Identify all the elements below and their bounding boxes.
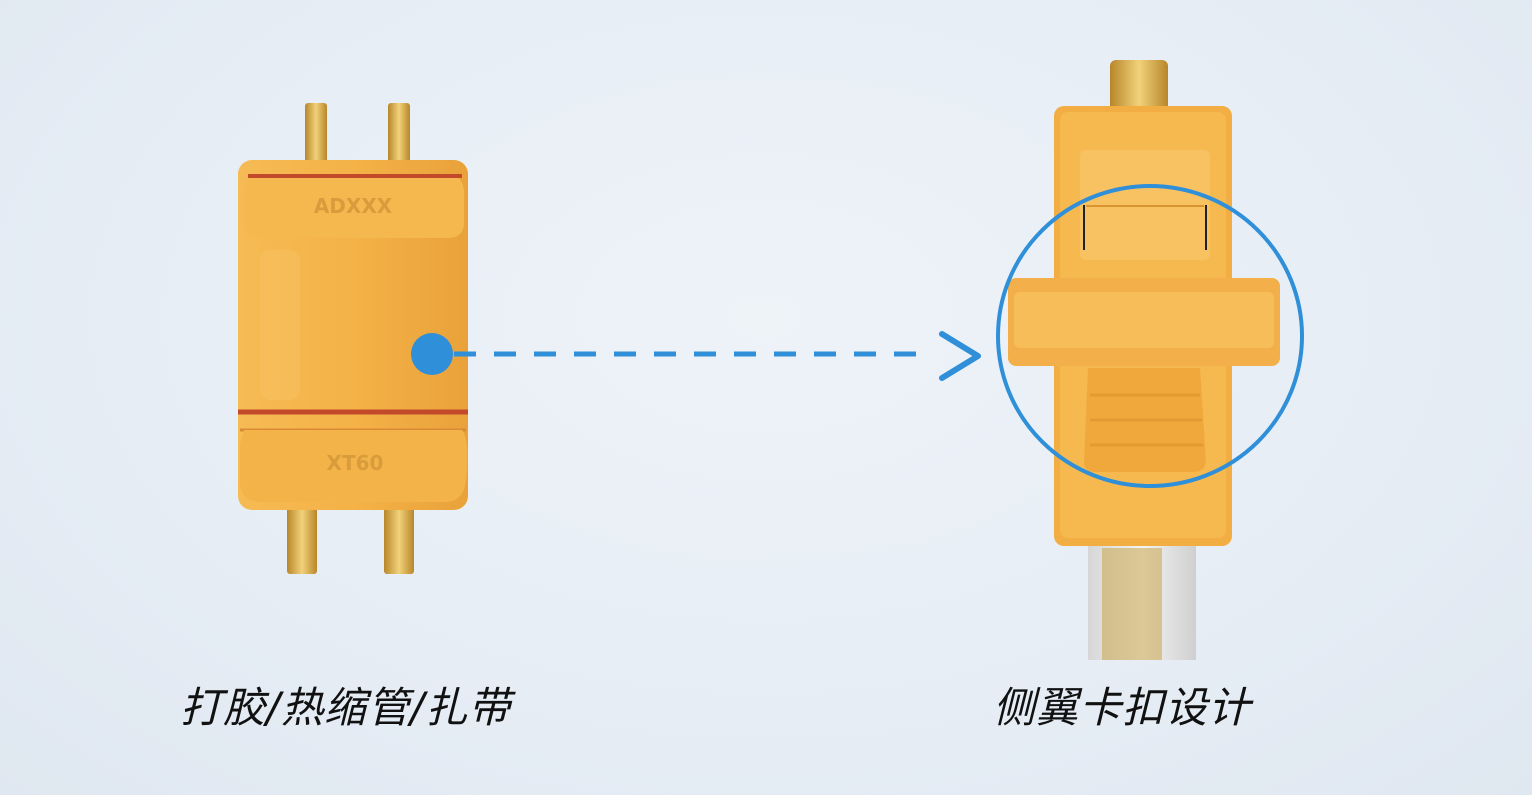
caption-side-latch-design: 侧翼卡扣设计 [993,683,1252,732]
svg-text:XT60: XT60 [327,451,384,475]
xt-connector-front-icon: ADXXX XT60 [238,103,468,574]
dashed-arrow-icon [411,331,981,381]
caption-sealing-methods: 打胶/热缩管/扎带 [180,683,512,732]
xt-connector-side-icon [1008,60,1280,660]
highlight-circle-icon [996,184,1304,488]
svg-text:ADXXX: ADXXX [314,194,393,218]
